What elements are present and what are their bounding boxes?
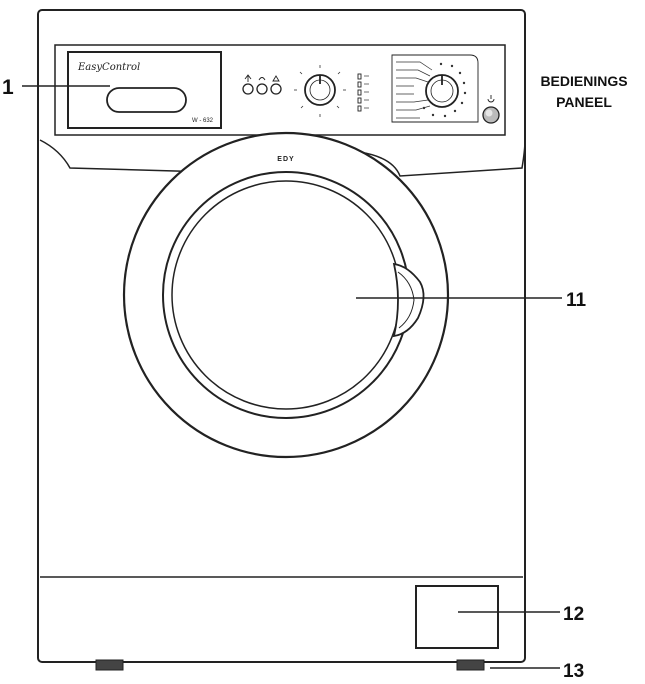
indicator-light-2 [357, 81, 362, 88]
door-handle-inner [397, 271, 415, 329]
temperature-scale-ticks [294, 65, 346, 117]
indicator-light-3 [357, 89, 362, 96]
option-button-1[interactable] [242, 83, 254, 95]
callout-label-11: 11 [566, 290, 587, 311]
program-list-lines [396, 61, 433, 119]
drawer-handle [106, 87, 187, 113]
callout-label-13: 13 [563, 661, 584, 682]
indicator-symbols [364, 75, 369, 109]
program-dial-ticks [422, 62, 467, 118]
foot-left [95, 659, 124, 671]
indicator-lights [357, 73, 362, 112]
brand-name: EDY [277, 156, 294, 163]
panel-label-line2: PANEEL [556, 94, 612, 110]
callout-label-1: 1 [2, 76, 14, 99]
brand-logo: EasyControl [77, 62, 140, 73]
temperature-knob[interactable] [304, 74, 336, 106]
indicator-light-4 [357, 97, 362, 104]
panel-label-line1: BEDIENINGS [540, 73, 627, 89]
option-icon-1 [244, 74, 252, 82]
indicator-light-1 [357, 73, 362, 80]
door-glass-inner [171, 180, 401, 410]
door[interactable] [122, 131, 450, 459]
option-icon-2 [258, 77, 266, 81]
door-handle[interactable] [392, 262, 425, 338]
callout-label-12: 12 [563, 604, 584, 625]
model-number: W - 632 [192, 118, 214, 124]
indicator-light-5 [357, 105, 362, 112]
foot-right [456, 659, 485, 671]
option-button-3[interactable] [270, 83, 282, 95]
program-knob[interactable] [425, 74, 459, 108]
program-panel-outline [391, 54, 479, 123]
power-button[interactable] [482, 106, 500, 124]
option-icon-3 [272, 75, 280, 82]
program-selector-area [391, 54, 479, 123]
filter-cover[interactable] [415, 585, 499, 649]
power-icon [487, 95, 495, 103]
option-button-2[interactable] [256, 83, 268, 95]
option-buttons [242, 74, 282, 95]
